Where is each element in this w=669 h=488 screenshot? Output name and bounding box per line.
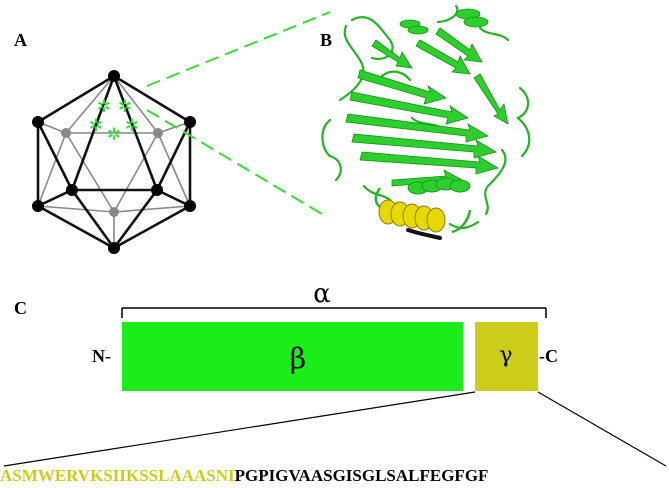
icosahedron: ✲ ✲ ✲ ✲ ✲ <box>32 70 196 254</box>
gamma-label: γ <box>499 343 512 368</box>
gamma-domain <box>475 322 538 391</box>
c-terminus-label: -C <box>539 346 558 366</box>
panel-label-b: B <box>320 30 332 50</box>
sequence-expansion-lines <box>3 391 667 467</box>
sequence-gamma-part: ASMWERVKSIIKSSLAAASNI <box>0 466 235 485</box>
beta-label: β <box>290 342 306 375</box>
alpha-bracket <box>121 307 547 318</box>
marker-2: ✲ <box>118 97 132 117</box>
n-terminus-label: N- <box>92 346 111 366</box>
capsomer-markers: ✲ ✲ ✲ ✲ ✲ <box>89 97 139 145</box>
gamma-helix <box>378 199 446 233</box>
protein-structure <box>321 4 531 240</box>
gamma-peptide-sequence: ASMWERVKSIIKSSLAAASNIPGPIGVAASGISGLSALFE… <box>0 466 669 486</box>
alpha-label: α <box>313 279 331 309</box>
marker-1: ✲ <box>97 97 111 117</box>
panel-label-a: A <box>14 30 27 50</box>
panel-label-c: C <box>14 298 27 318</box>
marker-5: ✲ <box>107 125 121 145</box>
sequence-beta-part: PGPIGVAASGISGLSALFEGFGF <box>234 466 489 485</box>
beta-domain <box>122 322 463 391</box>
zoom-lines <box>146 11 331 215</box>
marker-3: ✲ <box>89 116 103 136</box>
marker-4: ✲ <box>125 116 139 136</box>
c-terminal-tail <box>406 228 442 240</box>
